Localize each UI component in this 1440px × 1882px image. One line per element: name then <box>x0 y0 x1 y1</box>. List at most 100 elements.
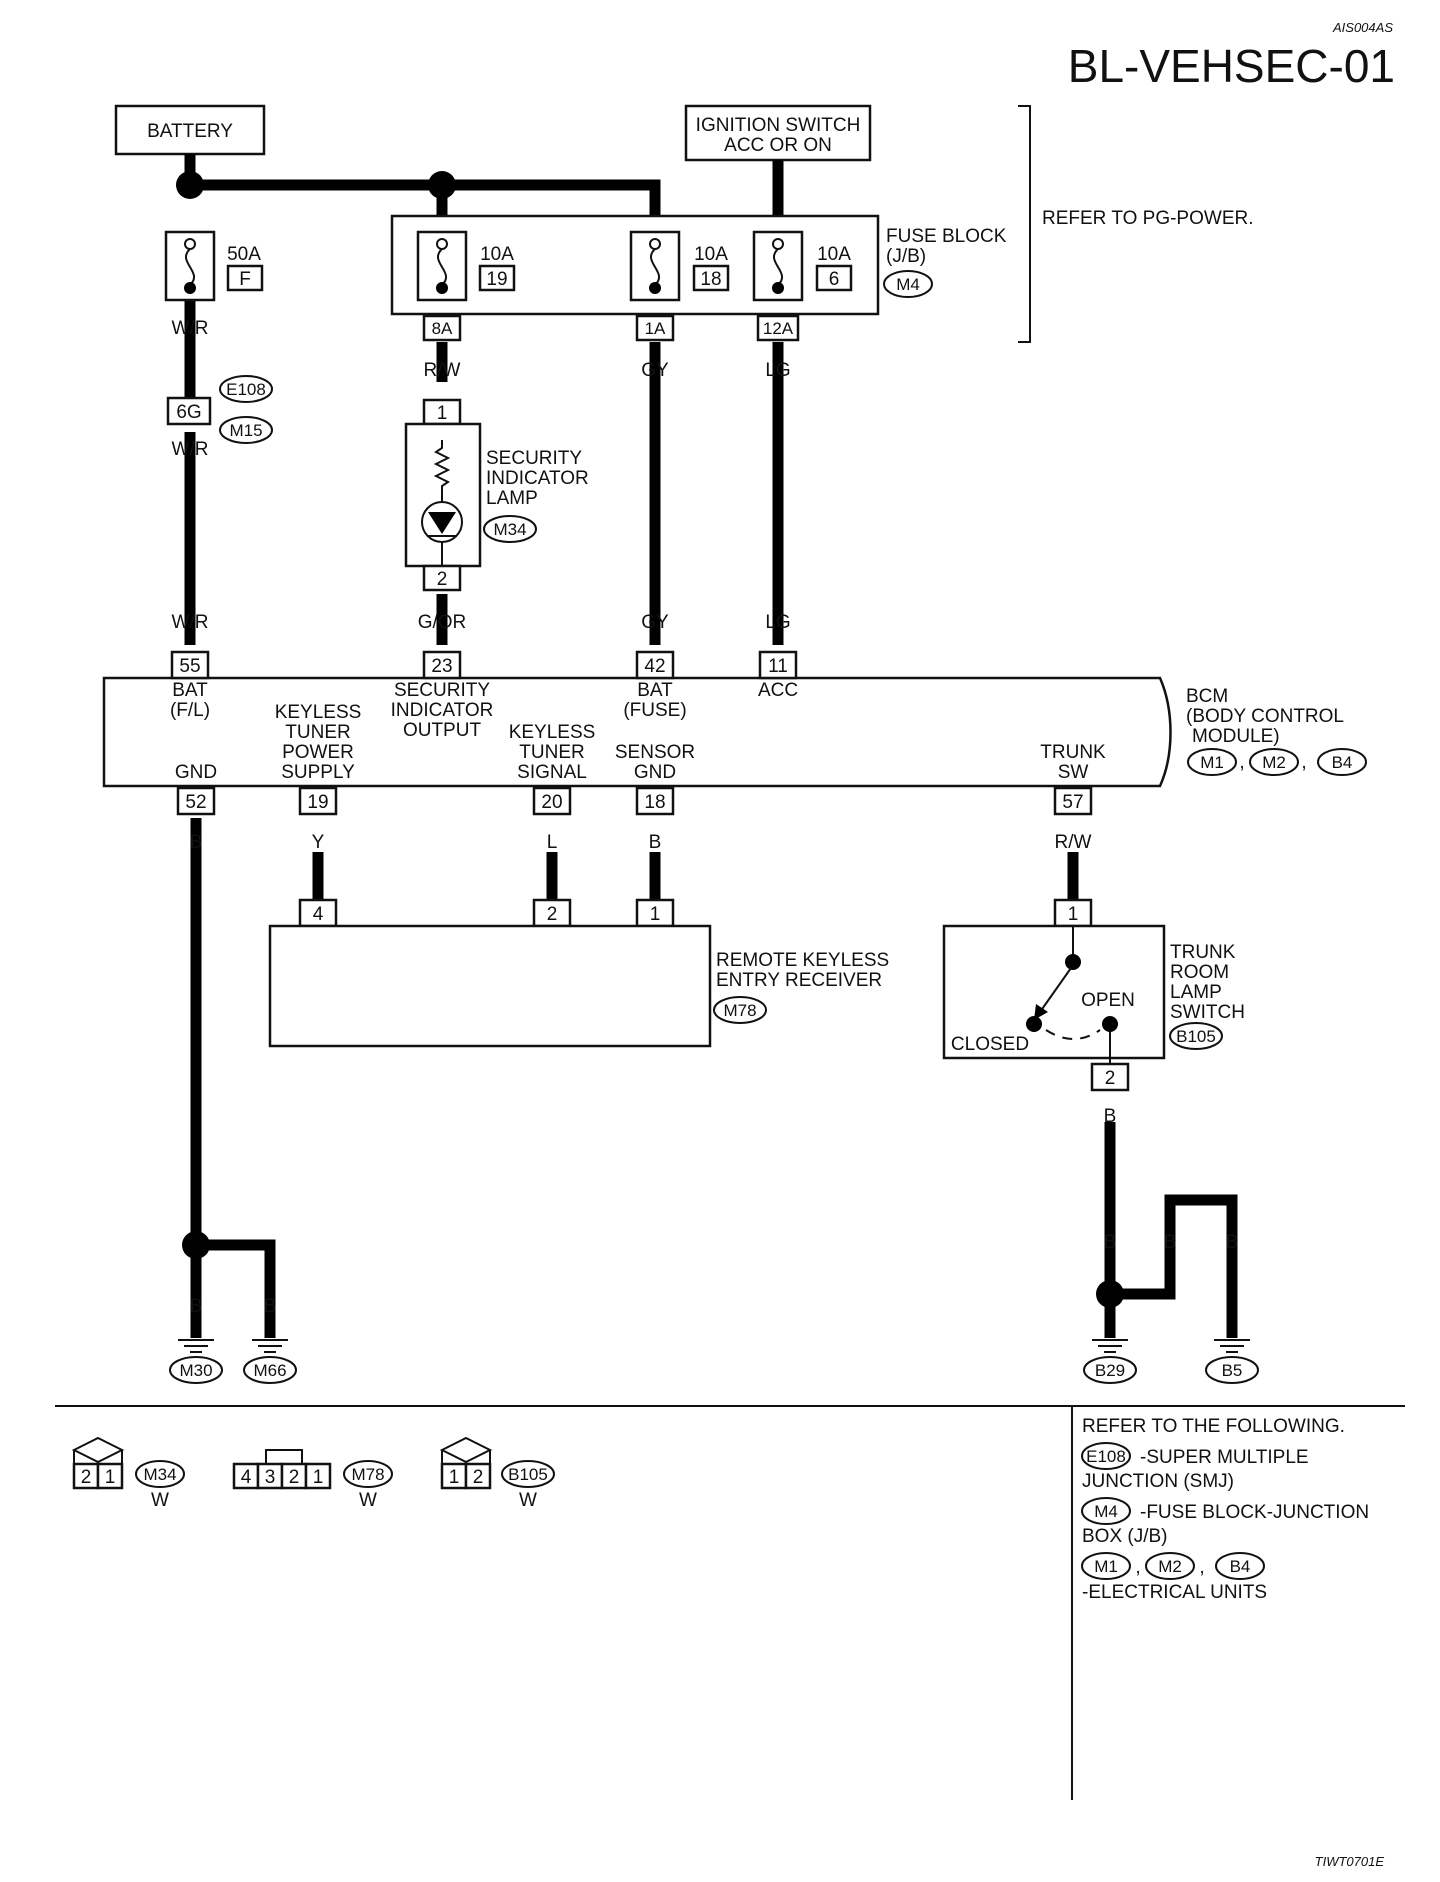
ignition-label-1: IGNITION SWITCH <box>696 115 861 136</box>
bcm-label-sec-3: OUTPUT <box>403 720 482 741</box>
svg-text:55: 55 <box>179 656 200 677</box>
fuse-block-terminal-1a: 1A <box>635 314 675 342</box>
receiver-label-1: REMOTE KEYLESS <box>716 950 889 971</box>
svg-text:W: W <box>519 1490 537 1511</box>
svg-text:M30: M30 <box>179 1361 212 1380</box>
bcm-label-kts-1: KEYLESS <box>509 722 596 743</box>
svg-text:20: 20 <box>541 792 562 813</box>
svg-text:B29: B29 <box>1095 1361 1125 1380</box>
refer-item-electrical-units: M1 , M2 , B4 -ELECTRICAL UNITS <box>1081 1552 1267 1603</box>
connector-legend-m34: 2 1 M34 W <box>71 1436 185 1511</box>
wire-color-b-trunk-3: B <box>1164 1232 1177 1253</box>
receiver-conn: M78 <box>723 1001 756 1020</box>
wire-color-lg-2: LG <box>765 612 790 633</box>
svg-text:B4: B4 <box>1230 1557 1251 1576</box>
fuse-50a-amp: 50A <box>227 244 261 265</box>
svg-text:M2: M2 <box>1262 753 1286 772</box>
bcm-label-gnd: GND <box>175 762 217 783</box>
bcm-label-ktps-3: POWER <box>282 742 354 763</box>
svg-text:M34: M34 <box>143 1465 176 1484</box>
bcm-label-sg-1: SENSOR <box>615 742 695 763</box>
svg-text:2: 2 <box>437 569 448 590</box>
ground-m30: M30 <box>169 1339 223 1384</box>
svg-text:2: 2 <box>81 1467 92 1488</box>
svg-text:M66: M66 <box>253 1361 286 1380</box>
wire-color-gy-1: GY <box>641 360 669 381</box>
bcm-label-bat-fl-2: (F/L) <box>170 700 210 721</box>
wire-color-gy-2: GY <box>641 612 669 633</box>
bcm-pin-19: 19 <box>298 786 338 816</box>
splice-ground-right <box>1096 1280 1124 1308</box>
fuse-block-label-2: (J/B) <box>886 246 926 267</box>
lamp-label-3: LAMP <box>486 488 538 509</box>
fuse-block-conn-pill <box>883 270 933 298</box>
svg-text:M15: M15 <box>229 421 262 440</box>
svg-text:18: 18 <box>644 792 665 813</box>
fuse-18-amp: 10A <box>694 244 728 265</box>
svg-text:1: 1 <box>105 1467 116 1488</box>
fuse-6-amp: 10A <box>817 244 851 265</box>
fuse-block-label-1: FUSE BLOCK <box>886 226 1007 247</box>
svg-text:12A: 12A <box>763 319 794 338</box>
bcm-conns: M1 , M2 , B4 <box>1187 748 1367 776</box>
svg-text:M2: M2 <box>1158 1557 1182 1576</box>
svg-text:B5: B5 <box>1222 1361 1243 1380</box>
fuse-50a: 50A F <box>164 230 264 302</box>
svg-text:52: 52 <box>185 792 206 813</box>
refer-item-e108: E108 -SUPER MULTIPLE JUNCTION (SMJ) <box>1081 1442 1309 1492</box>
bcm-label-sg-2: GND <box>634 762 676 783</box>
lamp-conn-pill <box>483 515 537 543</box>
wire-color-wr-3: W/R <box>172 612 209 633</box>
trunk-switch-label-3: LAMP <box>1170 982 1222 1003</box>
trunk-switch-open: OPEN <box>1081 990 1135 1011</box>
wire-color-b-trunk-1: B <box>1104 1106 1117 1127</box>
battery-box <box>114 104 266 156</box>
trunk-switch-conn: B105 <box>1176 1027 1216 1046</box>
ignition-label-2: ACC OR ON <box>724 135 832 156</box>
connector-legend-b105: 1 2 B105 W <box>439 1436 555 1511</box>
trunk-room-lamp-switch: 1 2 <box>942 898 1166 1092</box>
trunk-switch-label-2: ROOM <box>1170 962 1229 983</box>
svg-text:1: 1 <box>437 403 448 424</box>
wire-color-rw-2: R/W <box>1055 832 1092 853</box>
wire-color-b-m30: B <box>190 1296 203 1317</box>
bcm-pin-57: 57 <box>1053 786 1093 816</box>
fuse-19: 10A 19 <box>416 230 516 302</box>
refer-bracket <box>1018 105 1031 343</box>
wire-color-y: Y <box>312 832 325 853</box>
svg-text:11: 11 <box>768 656 788 677</box>
bcm-label-sec-1: SECURITY <box>394 680 490 701</box>
svg-text:E108: E108 <box>226 380 266 399</box>
wire-color-wr-2: W/R <box>172 439 209 460</box>
receiver-conn-pill <box>713 996 767 1024</box>
ground-b5: B5 <box>1205 1339 1259 1384</box>
remote-keyless-receiver: 4 2 1 <box>268 898 712 1048</box>
svg-text:M1: M1 <box>1094 1557 1118 1576</box>
svg-text:W: W <box>151 1490 169 1511</box>
svg-text:BOX (J/B): BOX (J/B) <box>1082 1526 1168 1547</box>
connector-legend-m78: 4 3 2 1 M78 W <box>232 1449 393 1511</box>
svg-text:E108: E108 <box>1086 1447 1126 1466</box>
svg-text:1: 1 <box>1068 904 1079 925</box>
wire-color-rw-1: R/W <box>424 360 461 381</box>
svg-text:2: 2 <box>473 1467 484 1488</box>
splice-bus <box>428 171 456 199</box>
bcm-label-tsw-2: SW <box>1058 762 1089 783</box>
wire-color-gor: G/OR <box>418 612 467 633</box>
bcm-name-3: MODULE) <box>1192 726 1280 747</box>
battery-label: BATTERY <box>147 121 233 142</box>
svg-text:19: 19 <box>307 792 328 813</box>
bcm-label-ktps-4: SUPPLY <box>281 762 355 783</box>
svg-text:1: 1 <box>313 1467 324 1488</box>
svg-text:B4: B4 <box>1332 753 1353 772</box>
splice-ground-left <box>182 1231 210 1259</box>
trunk-switch-conn-pill <box>1169 1022 1223 1050</box>
lamp-conn: M34 <box>493 520 526 539</box>
svg-text:,: , <box>1301 752 1306 773</box>
svg-text:3: 3 <box>265 1467 276 1488</box>
svg-text:1A: 1A <box>645 319 666 338</box>
ground-b29: B29 <box>1083 1339 1137 1384</box>
security-indicator-lamp: 1 2 <box>404 398 482 592</box>
footer-code: TIWT0701E <box>1315 1854 1385 1869</box>
wire-color-wr-1: W/R <box>172 318 209 339</box>
